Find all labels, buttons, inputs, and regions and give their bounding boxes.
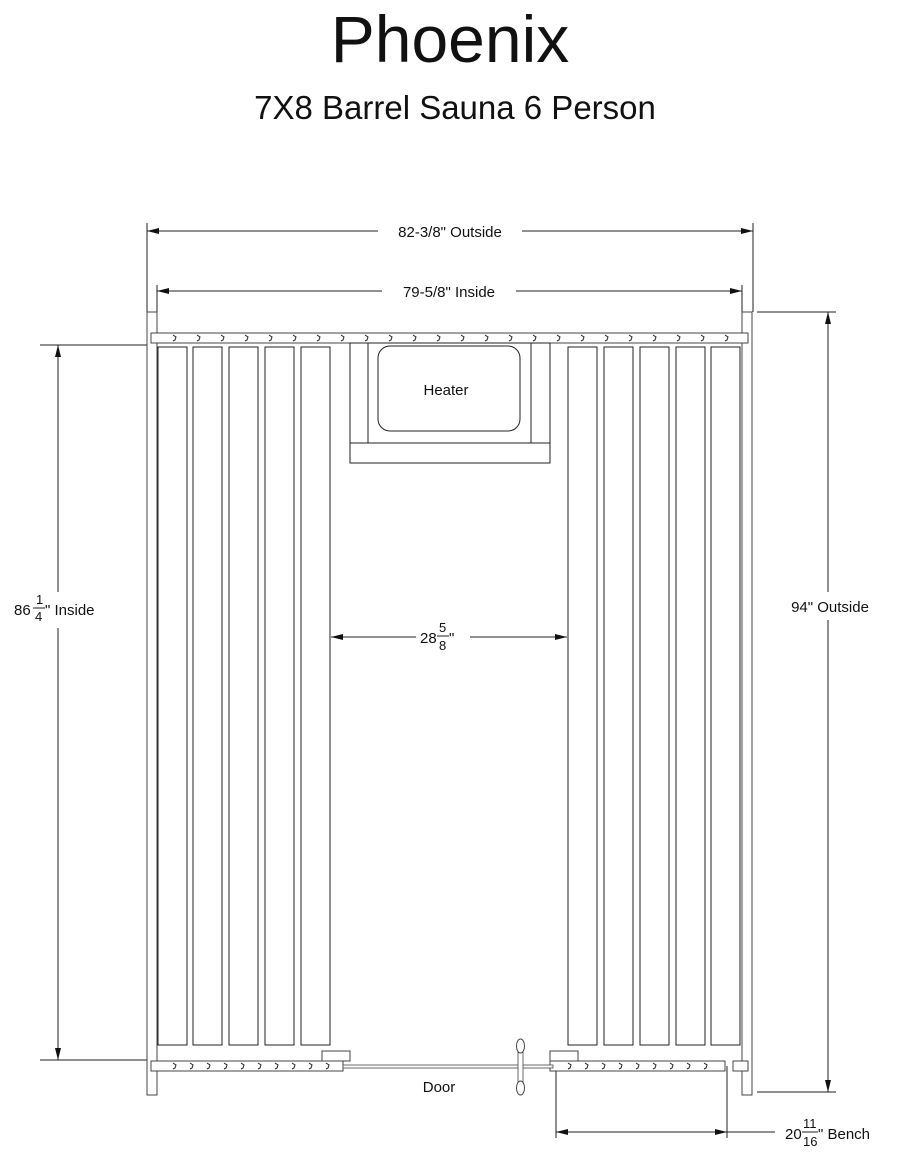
front-wall-left — [150, 1060, 344, 1072]
front-wall-corner — [732, 1060, 749, 1072]
bench-slat — [300, 346, 331, 1046]
heater-enclosure: Heater — [349, 342, 551, 464]
board-joint — [291, 1062, 296, 1070]
board-joint — [676, 334, 681, 342]
board-joint — [460, 334, 465, 342]
board-joint — [412, 334, 417, 342]
outside-depth-dimension: 94" Outside — [791, 312, 869, 1092]
board-joint — [669, 1062, 674, 1070]
board-joint — [635, 1062, 640, 1070]
walls — [146, 311, 753, 1096]
benches — [157, 346, 741, 1046]
inside-depth-den: 4 — [35, 609, 42, 624]
board-joint — [172, 1062, 177, 1070]
right-wall — [741, 311, 753, 1096]
board-joint — [484, 334, 489, 342]
board-joint — [316, 334, 321, 342]
board-joint — [580, 334, 585, 342]
board-joint — [532, 334, 537, 342]
inside-depth-whole: 86 — [14, 602, 31, 619]
back-wall — [150, 332, 749, 344]
board-joint — [340, 334, 345, 342]
aisle-width-dimension: 28 5 8 " — [331, 620, 567, 653]
board-joint — [244, 334, 249, 342]
bench-slat — [192, 346, 223, 1046]
board-joint — [652, 334, 657, 342]
board-joint — [274, 1062, 279, 1070]
board-joint — [220, 334, 225, 342]
bench-width-den: 16 — [803, 1134, 817, 1149]
door: Door — [321, 1038, 579, 1096]
aisle-width-num: 5 — [439, 620, 446, 635]
bench-width-num: 11 — [803, 1116, 817, 1131]
board-joint — [436, 334, 441, 342]
outside-width-label: 82-3/8" Outside — [398, 224, 502, 241]
board-joint — [601, 1062, 606, 1070]
bench-slat — [567, 346, 598, 1046]
board-joint — [628, 334, 633, 342]
board-joint — [652, 1062, 657, 1070]
board-joint — [292, 334, 297, 342]
board-joint — [364, 334, 369, 342]
bench-slat — [603, 346, 634, 1046]
board-joint — [724, 334, 729, 342]
bench-slat — [710, 346, 741, 1046]
front-wall-right — [549, 1060, 726, 1072]
board-joint — [240, 1062, 245, 1070]
door-label: Door — [423, 1079, 456, 1096]
board-joint — [196, 334, 201, 342]
bench-slat — [639, 346, 670, 1046]
inside-width-label: 79-5/8" Inside — [403, 284, 495, 301]
board-joint — [308, 1062, 313, 1070]
inside-depth-num: 1 — [36, 592, 43, 607]
board-joint — [703, 1062, 708, 1070]
board-joint — [686, 1062, 691, 1070]
page-subtitle: 7X8 Barrel Sauna 6 Person — [254, 89, 656, 126]
board-joint — [584, 1062, 589, 1070]
board-joint — [206, 1062, 211, 1070]
outside-depth-label: 94" Outside — [791, 599, 869, 616]
board-joint — [189, 1062, 194, 1070]
board-joint — [700, 334, 705, 342]
door-handle-icon — [516, 1038, 525, 1096]
board-joint — [257, 1062, 262, 1070]
board-joint — [172, 334, 177, 342]
bench-width-suffix: " Bench — [818, 1126, 870, 1143]
heater-label: Heater — [423, 382, 468, 399]
board-joint — [508, 334, 513, 342]
outside-width-dimension: 82-3/8" Outside — [147, 224, 753, 241]
extension-lines — [40, 223, 836, 1138]
bench-slat — [264, 346, 295, 1046]
board-joint — [223, 1062, 228, 1070]
board-joint — [268, 334, 273, 342]
inside-depth-dimension: 86 1 4 " Inside — [14, 345, 95, 1060]
inside-depth-suffix: " Inside — [45, 602, 95, 619]
page-title: Phoenix — [331, 2, 570, 76]
bench-slat — [228, 346, 259, 1046]
board-joint — [388, 334, 393, 342]
bench-width-dimension: 20 11 16 " Bench — [556, 1116, 870, 1149]
bench-width-whole: 20 — [785, 1126, 802, 1143]
heater — [377, 345, 521, 432]
board-joint — [325, 1062, 330, 1070]
inside-width-dimension: 79-5/8" Inside — [157, 284, 742, 301]
board-joint — [567, 1062, 572, 1070]
board-joint — [604, 334, 609, 342]
board-joint — [556, 334, 561, 342]
board-joint — [618, 1062, 623, 1070]
left-wall — [146, 311, 158, 1096]
aisle-width-whole: 28 — [420, 630, 437, 647]
bench-slat — [675, 346, 706, 1046]
aisle-width-suffix: " — [449, 630, 454, 647]
aisle-width-den: 8 — [439, 638, 446, 653]
bench-slat — [157, 346, 188, 1046]
